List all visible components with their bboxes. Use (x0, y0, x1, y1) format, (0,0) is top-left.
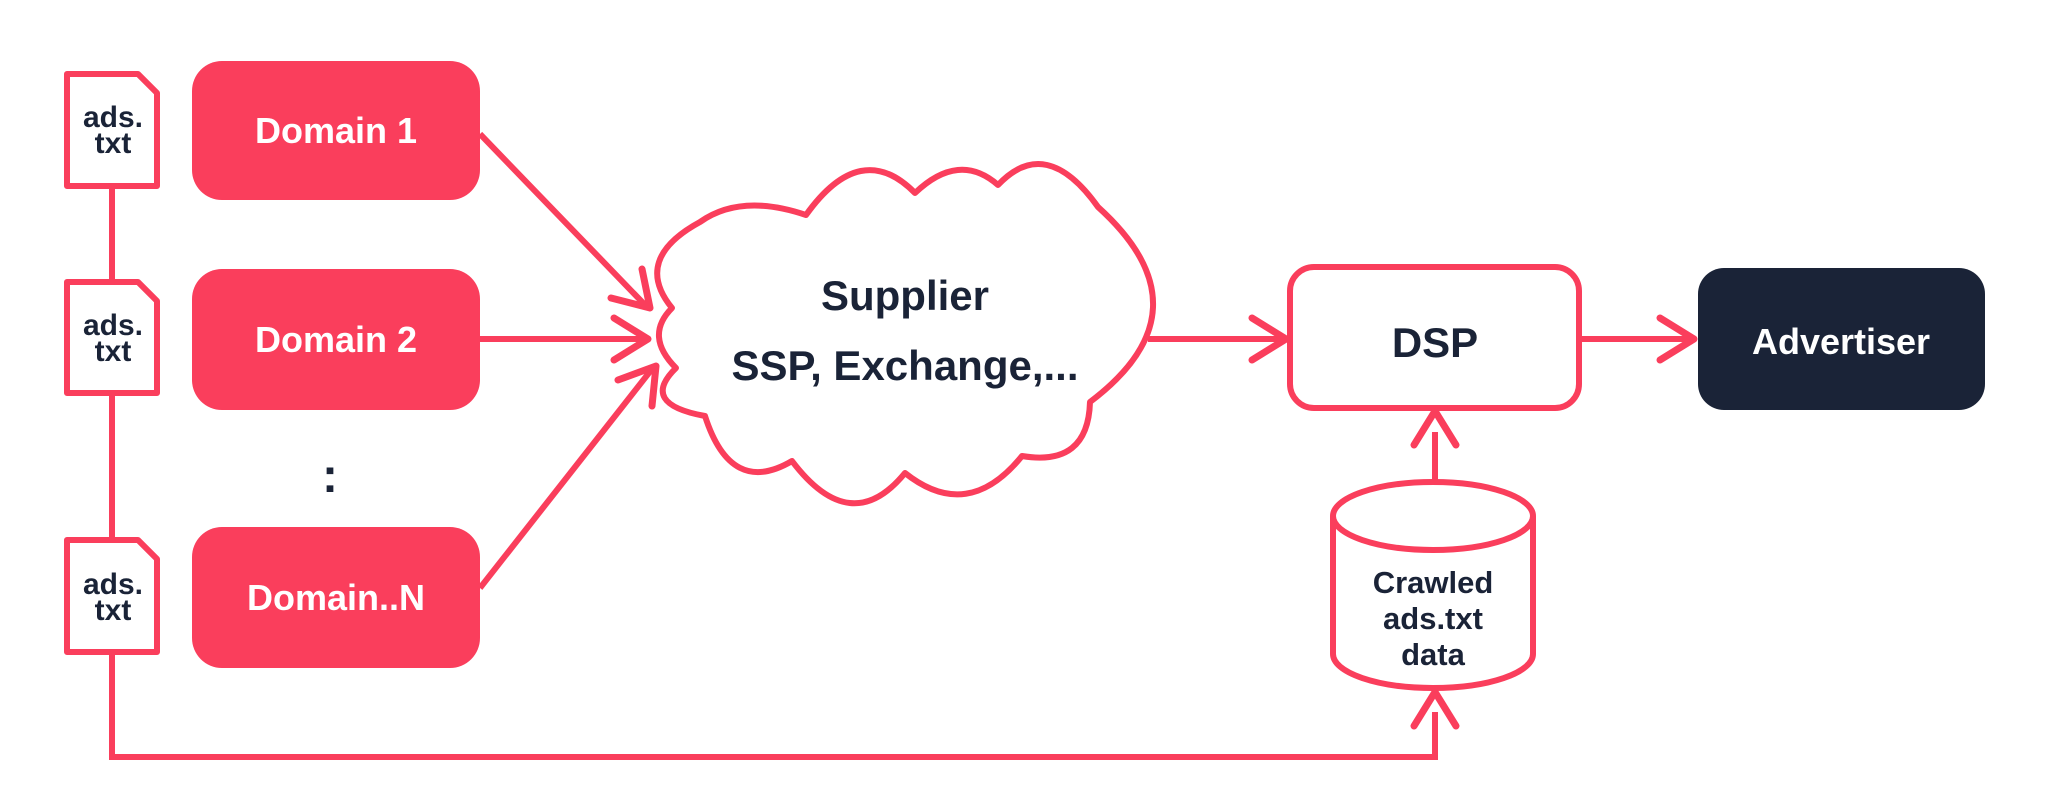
database-label-line1: Crawled (1373, 565, 1494, 600)
domain-n-label: Domain..N (247, 577, 425, 618)
arrowhead-supplier-to-dsp (1248, 314, 1290, 364)
supplier-cloud (654, 161, 1157, 507)
domain-1-label: Domain 1 (255, 110, 417, 151)
arrow-domainN-to-supplier (477, 367, 655, 590)
domain-1-node (192, 61, 480, 200)
database-cylinder-body (1330, 516, 1536, 691)
dsp-label: DSP (1392, 319, 1478, 366)
adstxt-file-icon-2 (64, 279, 160, 396)
domains-ellipsis: : (322, 450, 338, 503)
domain-2-label: Domain 2 (255, 319, 417, 360)
arrowhead-dsp-to-advertiser (1656, 314, 1698, 364)
dsp-node (1287, 264, 1582, 411)
adstxt-file-icon-1 (64, 71, 160, 189)
supplier-cloud-title: Supplier (821, 272, 989, 319)
domain-n-node (192, 527, 480, 668)
arrowhead-domainN (614, 362, 660, 410)
adstxt-file-icon-3 (64, 537, 160, 655)
adstxt-feed-line (109, 130, 1438, 760)
arrowhead-domain1 (607, 265, 654, 312)
adstxt-file-3-line2: txt (95, 594, 132, 627)
adstxt-file-1-line1: ads. (83, 101, 143, 134)
database-label-line3: data (1401, 637, 1466, 672)
adstxt-file-2-line2: txt (95, 335, 132, 368)
advertiser-node (1698, 268, 1985, 410)
arrowhead-domain2 (610, 314, 652, 364)
advertiser-label: Advertiser (1752, 321, 1930, 362)
arrow-domain1-to-supplier (477, 131, 649, 309)
database-label-line2: ads.txt (1383, 601, 1483, 636)
domain-2-node (192, 269, 480, 410)
supplier-cloud-subtitle: SSP, Exchange,... (731, 342, 1078, 389)
adstxt-file-3-line1: ads. (83, 568, 143, 601)
arrowhead-feed-to-database (1410, 688, 1460, 730)
adstxt-file-2-line1: ads. (83, 309, 143, 342)
database-cylinder-top (1330, 479, 1536, 553)
adstxt-file-1-line2: txt (95, 127, 132, 160)
